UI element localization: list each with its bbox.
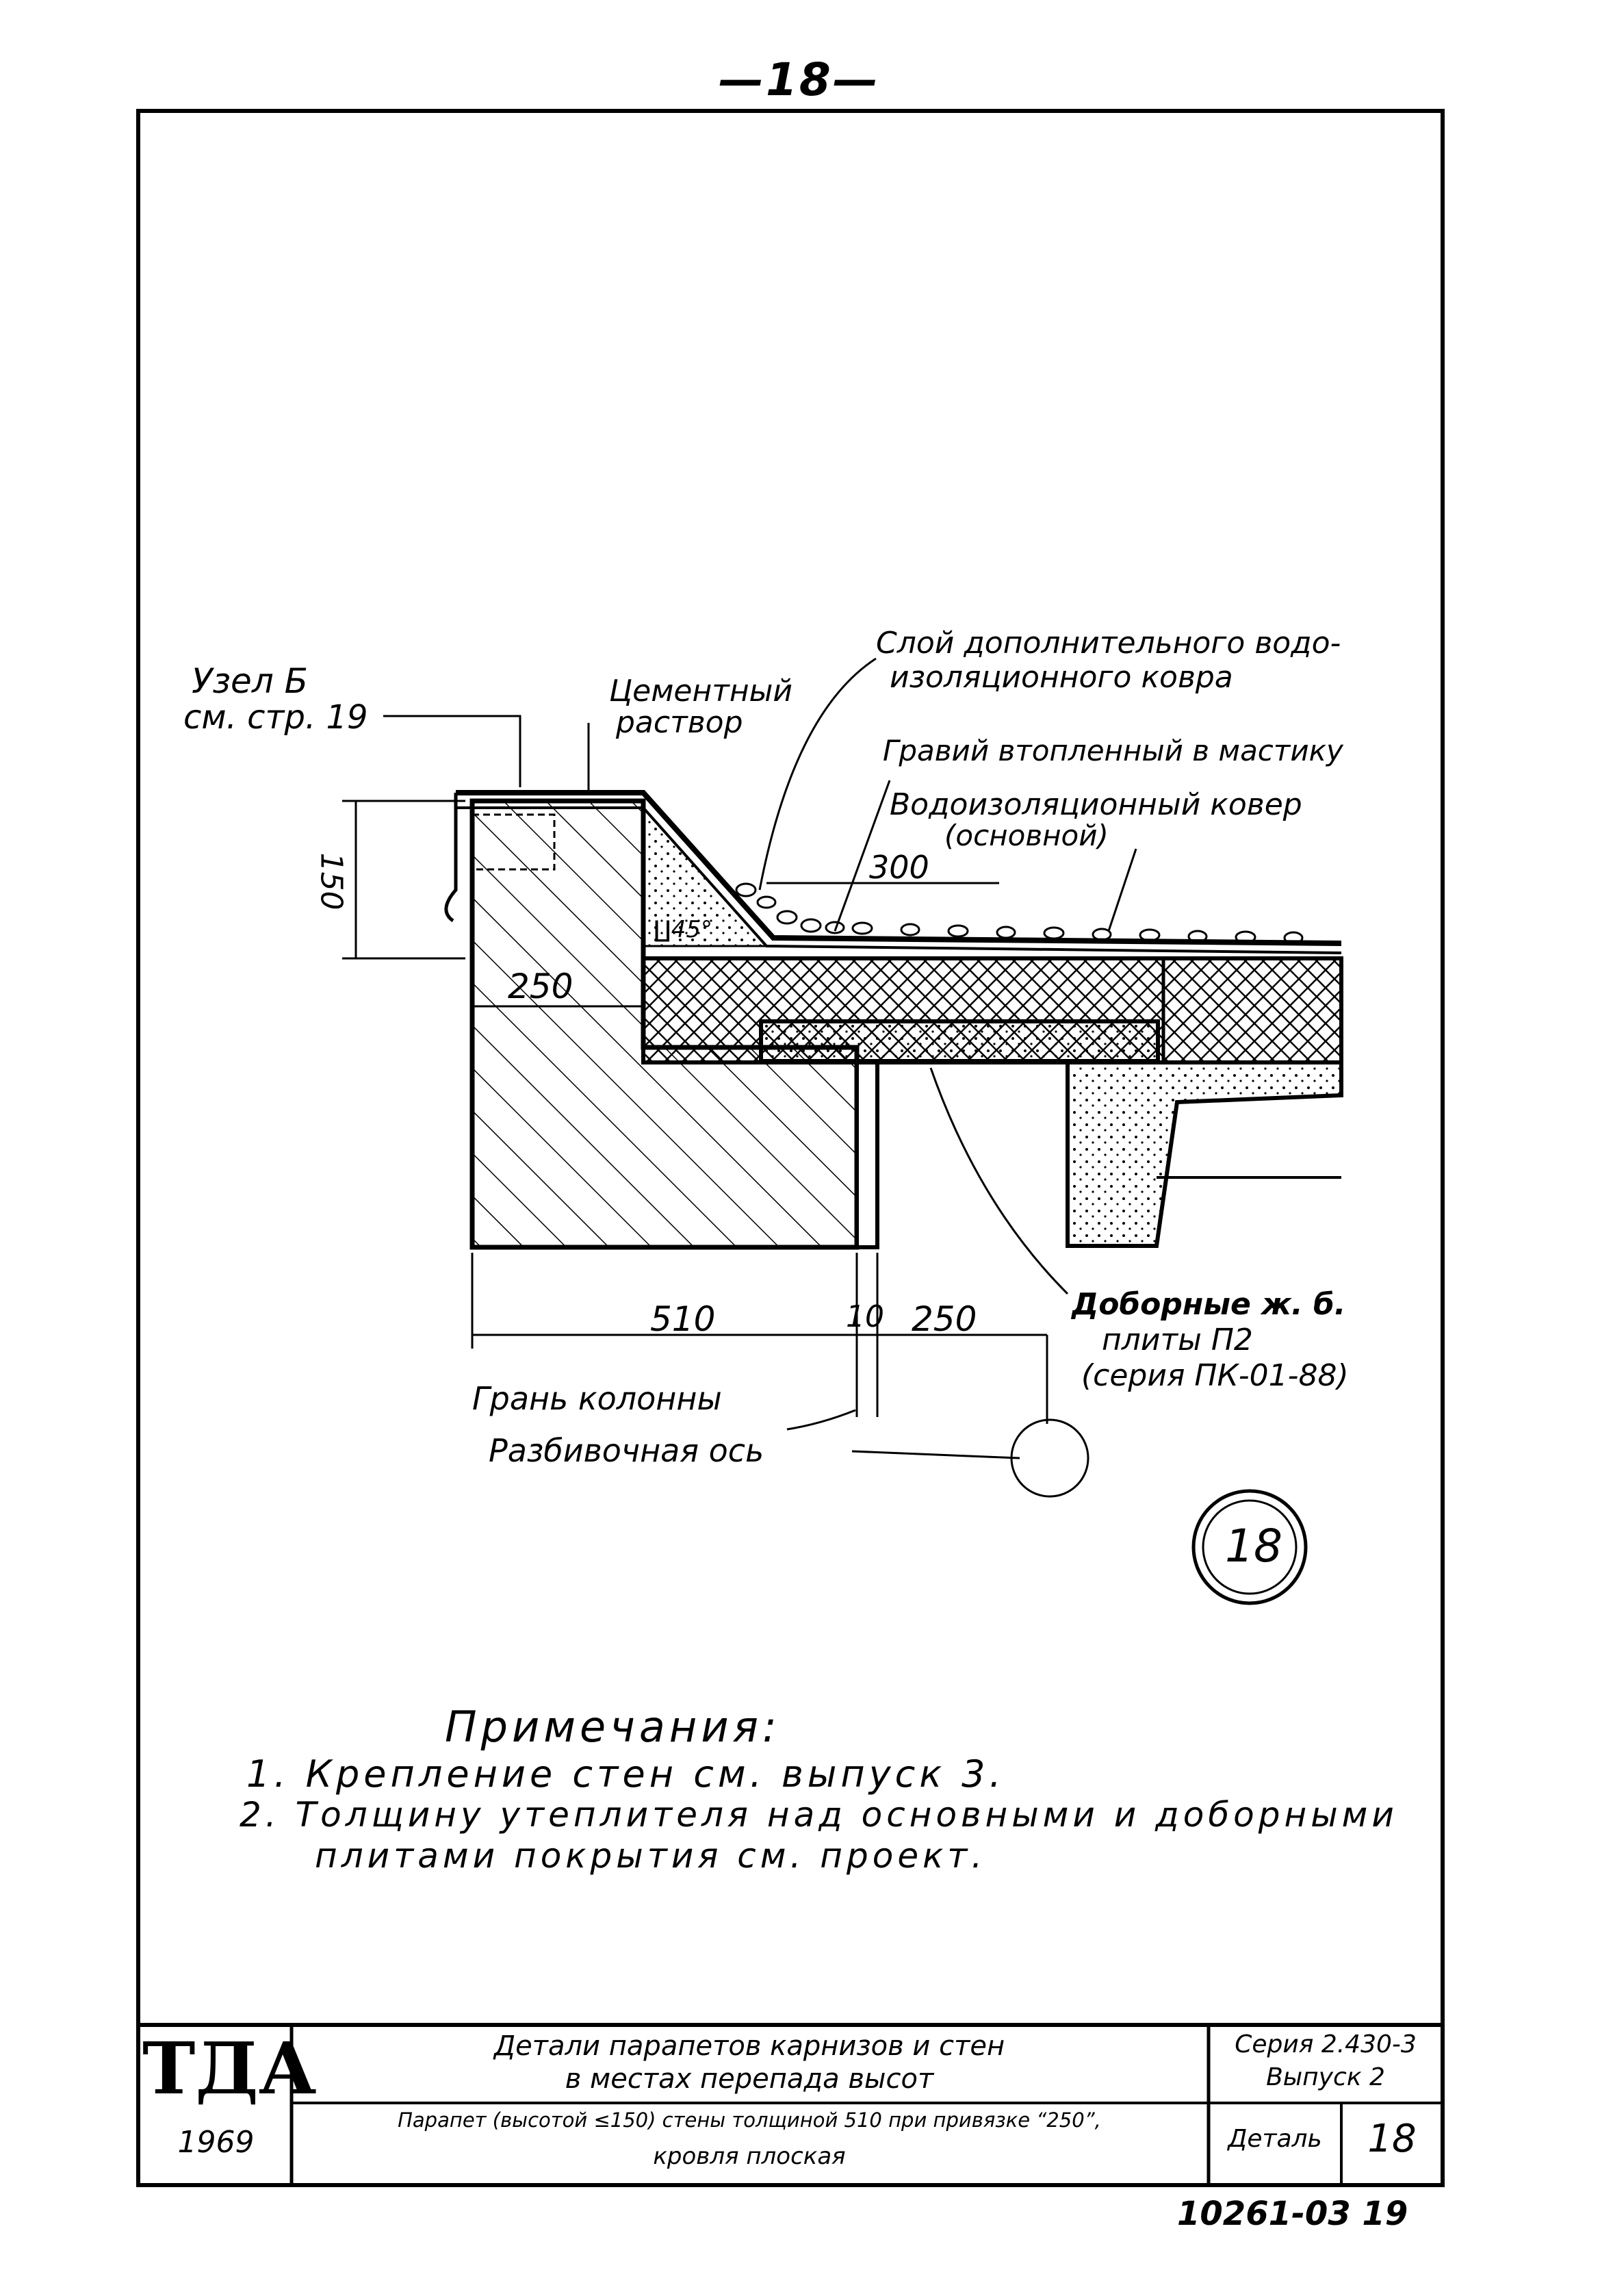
detail-label: Деталь bbox=[1228, 2125, 1322, 2153]
note-1: 1. Крепление стен см. выпуск 3. bbox=[246, 1752, 1005, 1796]
dim-150: 150 bbox=[313, 852, 349, 910]
slabs-label-line2: плиты П2 bbox=[1102, 1323, 1253, 1357]
page-number: —18— bbox=[719, 53, 880, 106]
axis-marker bbox=[1010, 1418, 1089, 1498]
carpet-label-line1: Водоизоляционный ковер bbox=[890, 787, 1302, 822]
gravel bbox=[735, 882, 1304, 945]
cement-mortar-wedge bbox=[642, 805, 769, 947]
detail-circle-inner bbox=[1202, 1499, 1298, 1595]
parapet-flashing bbox=[456, 790, 1342, 946]
series-line-1: Серия 2.430-3 bbox=[1235, 2030, 1417, 2058]
title-block-year: 1969 bbox=[177, 2125, 255, 2160]
leader-lines bbox=[383, 657, 1137, 1498]
series-line-2: Выпуск 2 bbox=[1266, 2063, 1385, 2091]
column-face-label: Грань колонны bbox=[472, 1380, 722, 1417]
slabs-label-line1: Доборные ж. б. bbox=[1072, 1287, 1346, 1322]
dim-250-axis: 250 bbox=[912, 1299, 977, 1339]
dim-10: 10 bbox=[846, 1299, 884, 1334]
tda-logo: ТДА bbox=[142, 2026, 317, 2110]
carpet-label-line2: (основной) bbox=[944, 819, 1109, 852]
gravel-label: Гравий втопленный в мастику bbox=[883, 734, 1343, 767]
notes-title: Примечания: bbox=[445, 1702, 781, 1752]
title-line-2: в местах перепада высот bbox=[565, 2063, 934, 2095]
sheet-code: 10261-03 19 bbox=[1177, 2195, 1408, 2233]
slabs-label-line3: (серия ПК-01-88) bbox=[1081, 1358, 1349, 1393]
note-2: 2. Толщину утеплителя над основными и до… bbox=[240, 1795, 1398, 1835]
dim-510: 510 bbox=[650, 1299, 716, 1339]
subtitle-line-2: кровля плоская bbox=[653, 2143, 846, 2170]
cement-label-line2: раствор bbox=[616, 705, 743, 740]
node-ref-line2: см. стр. 19 bbox=[183, 698, 368, 737]
column bbox=[855, 1060, 879, 1249]
dim-300: 300 bbox=[869, 849, 929, 886]
dimension-lines bbox=[342, 800, 1048, 1424]
node-ref-line1: Узел Б bbox=[192, 661, 308, 701]
subtitle-line-1: Парапет (высотой ≤150) стены толщиной 51… bbox=[398, 2108, 1101, 2132]
extra-layers-line2: изоляционного ковра bbox=[890, 660, 1233, 695]
note-2-cont: плитами покрытия см. проект. bbox=[315, 1836, 987, 1876]
axis-label: Разбивочная ось bbox=[489, 1432, 764, 1469]
detail-number: 18 bbox=[1225, 1520, 1282, 1572]
extra-layers-line1: Слой дополнительного водо- bbox=[876, 626, 1341, 661]
dim-250-wall: 250 bbox=[508, 967, 573, 1006]
sheet-frame bbox=[136, 109, 1445, 2187]
detail-value: 18 bbox=[1367, 2117, 1417, 2161]
slab-p2 bbox=[759, 1019, 1160, 1063]
cement-label-line1: Цементный bbox=[609, 674, 792, 709]
angle-label: ∐45° bbox=[654, 916, 712, 943]
main-slab bbox=[1066, 1060, 1343, 1248]
detail-circle-outer bbox=[1191, 1489, 1308, 1605]
title-line-1: Детали парапетов карнизов и стен bbox=[493, 2030, 1005, 2062]
